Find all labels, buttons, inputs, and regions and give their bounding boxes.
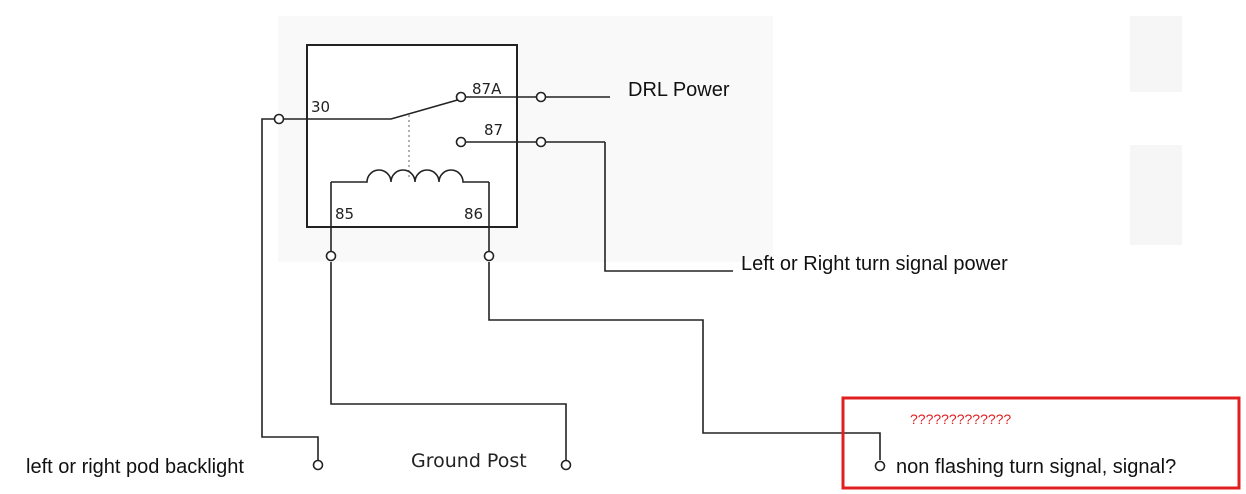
pin-30-label: 30 [311, 98, 330, 116]
turn-signal-power-label: Left or Right turn signal power [741, 253, 1008, 275]
terminal-87a-outer [535, 91, 547, 103]
pin-87a-label: 87A [472, 80, 502, 98]
question-marks: ????????????? [910, 411, 1011, 427]
terminal-non-flashing [874, 460, 886, 472]
contact-87a [455, 91, 467, 103]
switch-arm [283, 98, 462, 120]
contact-87 [455, 136, 467, 148]
non-flashing-label: non flashing turn signal, signal? [896, 456, 1176, 478]
pin-87-label: 87 [484, 121, 503, 139]
terminal-85-outer [325, 250, 337, 262]
wire-30-to-pod-backlight [261, 118, 319, 460]
wire-86-to-turn-signal [488, 262, 881, 460]
background-panel-right-top [1130, 16, 1182, 92]
relay-body [306, 44, 518, 228]
terminal-pod-backlight [312, 459, 324, 471]
wire-85-to-ground [330, 262, 567, 460]
terminal-30-outer [273, 113, 285, 125]
pod-backlight-label: left or right pod backlight [26, 456, 244, 478]
terminal-87-outer [535, 136, 547, 148]
wire-87-to-turn-signal-power [604, 142, 733, 272]
drl-power-label: DRL Power [628, 79, 730, 101]
relay-coil [331, 169, 489, 183]
ground-post-label: Ground Post [411, 450, 527, 472]
pin-85-label: 85 [335, 205, 354, 223]
background-panel-right-bottom [1130, 145, 1182, 245]
terminal-ground-post [560, 459, 572, 471]
pin-86-label: 86 [464, 205, 483, 223]
highlight-box [841, 396, 1241, 490]
terminal-86-outer [483, 250, 495, 262]
